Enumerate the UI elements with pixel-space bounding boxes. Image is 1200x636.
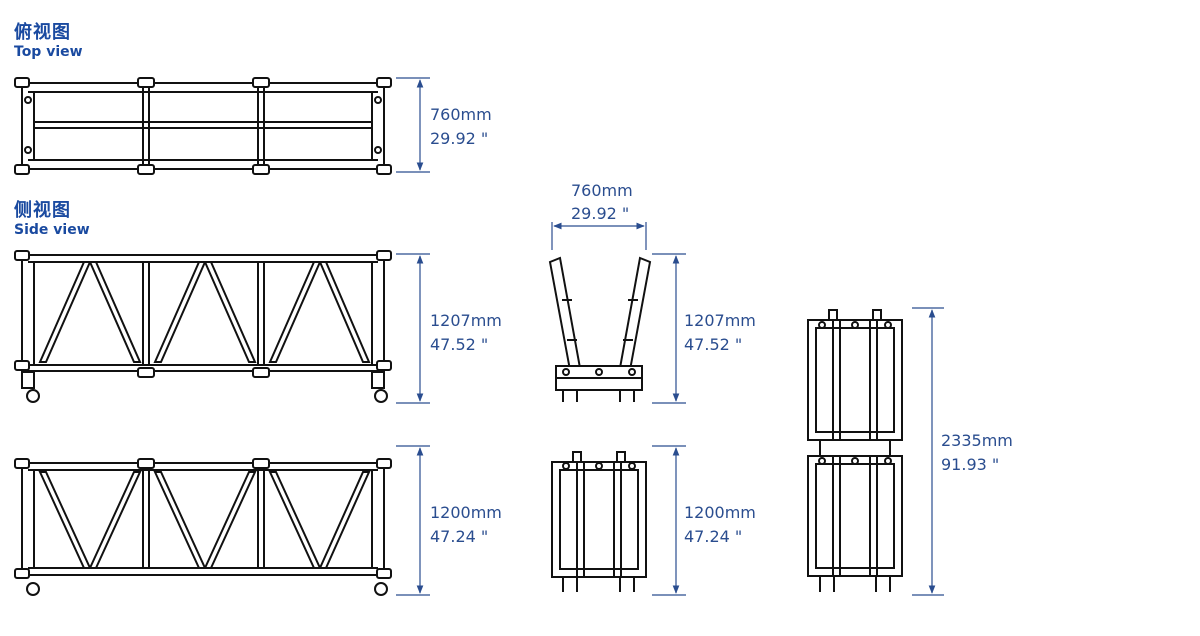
folded-closed-height-imperial: 47.24 "	[684, 527, 742, 546]
side-view-truss-open	[14, 250, 392, 403]
folded-open-height-imperial: 47.52 "	[684, 335, 742, 354]
folded-closed-height-metric: 1200mm	[684, 503, 756, 522]
stacked-height-metric: 2335mm	[941, 431, 1013, 450]
top-view-title-en: Top view	[14, 44, 83, 60]
folded-open-height-metric: 1207mm	[684, 311, 756, 330]
folded-width-metric: 760mm	[571, 181, 633, 200]
side-open-height-metric: 1207mm	[430, 311, 502, 330]
top-view-heading: 俯视图 Top view	[14, 22, 83, 60]
folded-width-imperial: 29.92 "	[571, 204, 629, 223]
side-closed-height-metric: 1200mm	[430, 503, 502, 522]
stacked-truss	[807, 309, 903, 592]
side-view-truss-closed	[14, 458, 392, 596]
stacked-height-imperial: 91.93 "	[941, 455, 999, 474]
side-view-title-en: Side view	[14, 222, 90, 238]
side-open-height-imperial: 47.52 "	[430, 335, 488, 354]
top-depth-imperial: 29.92 "	[430, 129, 488, 148]
side-view-title-cn: 侧视图	[14, 200, 71, 221]
side-view-heading: 侧视图 Side view	[14, 200, 90, 238]
top-view-title-cn: 俯视图	[14, 22, 71, 43]
side-closed-height-imperial: 47.24 "	[430, 527, 488, 546]
top-view-truss	[14, 77, 392, 175]
dimension-lines	[396, 77, 944, 596]
folded-truss-closed	[551, 451, 647, 592]
top-depth-metric: 760mm	[430, 105, 492, 124]
folded-truss-open	[548, 256, 652, 402]
